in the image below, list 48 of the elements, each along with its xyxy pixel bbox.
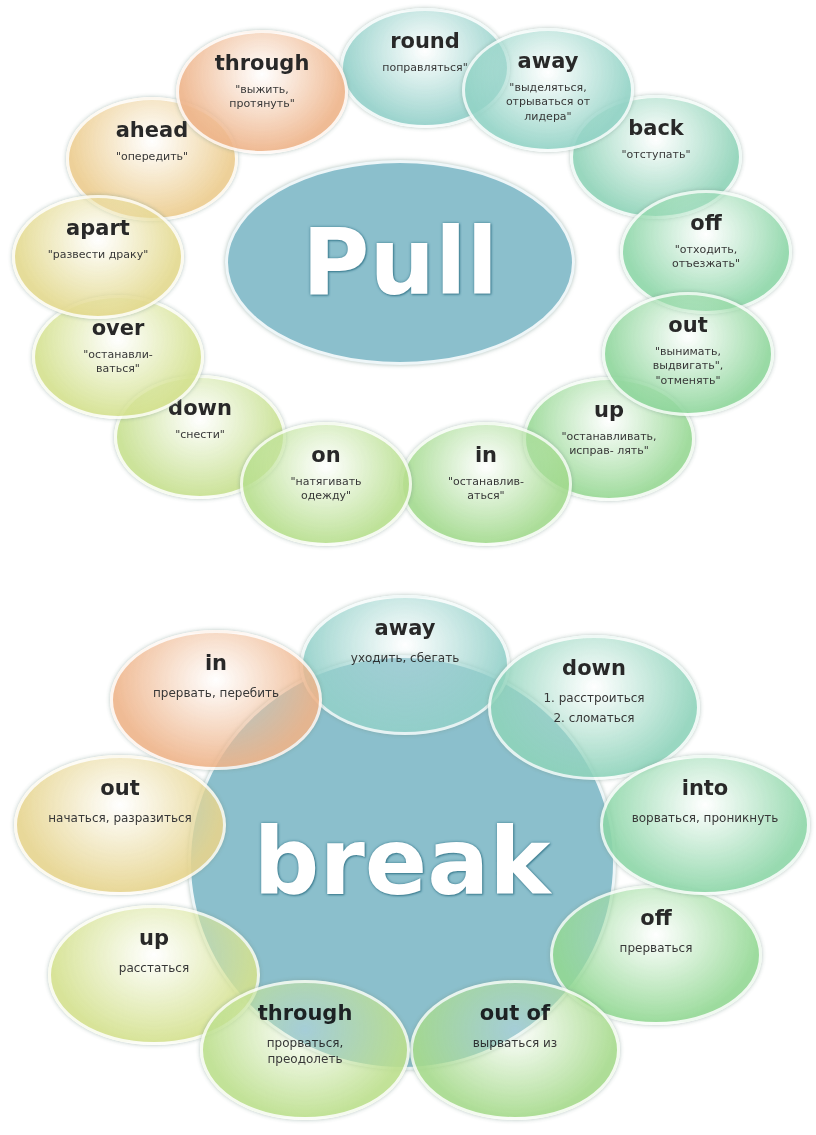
translation-text: вырваться из (472, 1035, 558, 1052)
translation-text: прорваться, преодолеть (265, 1035, 345, 1068)
particle-word: into (681, 776, 729, 800)
particle-word: off (640, 906, 672, 930)
particle-word: back (628, 116, 684, 140)
particle-word: away (374, 616, 436, 640)
particle-word: ahead (115, 118, 189, 142)
particle-word: up (594, 398, 624, 422)
particle-word: in (474, 443, 498, 467)
translation-text: "снести" (175, 428, 225, 443)
particle-word: in (204, 651, 228, 675)
translation-text: "вынимать, выдвигать", "отменять" (651, 345, 725, 388)
translation-text: "выделяться, отрываться от лидера" (504, 81, 592, 124)
particle-word: out (668, 313, 708, 337)
translation-text: "выжить, протянуть" (228, 83, 296, 112)
translation-text: прервать, перебить (152, 685, 280, 702)
translation-text: прерваться (619, 940, 693, 957)
particle-word: through (214, 51, 310, 75)
translation-text: "останавлив- аться" (446, 475, 525, 504)
particle-word: out (100, 776, 140, 800)
translation-text: 1. расстроиться (543, 690, 645, 707)
particle-word: apart (66, 216, 130, 240)
translation-text: поправляться" (382, 61, 468, 76)
translation-text: уходить, сбегать (350, 650, 460, 667)
center-word: break (253, 809, 551, 916)
translation-text: "натягивать одежду" (289, 475, 363, 504)
particle-word: on (311, 443, 341, 467)
particle-word: down (168, 396, 232, 420)
translation-text: "останавливать, исправ- лять" (560, 430, 658, 459)
translation-text: "останавли- ваться" (82, 348, 154, 377)
translation-text: "опередить" (115, 150, 189, 165)
translation-text: начаться, разразиться (48, 810, 192, 827)
particle-word: through (257, 1001, 353, 1025)
particle-word: round (390, 29, 460, 53)
translation-text: расстаться (118, 960, 190, 977)
particle-word: up (139, 926, 169, 950)
center-word: Pull (302, 209, 498, 316)
particle-word: off (690, 211, 722, 235)
translation-text: 2. сломаться (553, 710, 635, 727)
particle-word: over (91, 316, 145, 340)
translation-text: "отходить, отъезжать" (670, 243, 742, 272)
translation-text: ворваться, проникнуть (631, 810, 779, 827)
particle-word: away (517, 49, 579, 73)
translation-text: "отступать" (621, 148, 691, 163)
particle-word: down (562, 656, 626, 680)
petal-circle (12, 195, 184, 319)
particle-word: out of (479, 1001, 551, 1025)
translation-text: "развести драку" (47, 248, 149, 263)
